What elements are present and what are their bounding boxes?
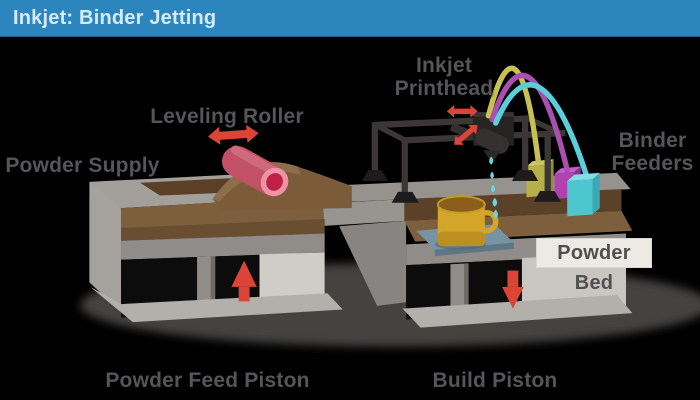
leveling-roller-assembly: [212, 145, 352, 210]
powder-feed-piston-box: [89, 171, 343, 323]
binder-feeder-cyan: [567, 172, 600, 217]
printhead-motion-arrow-y-icon: [454, 124, 478, 145]
label-leveling-roller: Leveling Roller: [150, 105, 304, 128]
tube-cyan: [492, 82, 590, 181]
label-binder-feeders: Binder Feeders: [611, 129, 694, 175]
printhead-motion-arrow-x-icon: [446, 104, 478, 118]
binder-jetting-diagram: [80, 65, 700, 347]
arrow-up-icon: [231, 260, 257, 302]
leveling-roller: [221, 145, 289, 197]
tube-yellow: [485, 65, 541, 164]
label-powder-supply: Powder Supply: [5, 154, 160, 177]
title-bar: Inkjet: Binder Jetting: [0, 0, 700, 37]
binder-droplets: [489, 156, 498, 219]
label-powder-feed-piston: Powder Feed Piston: [105, 369, 310, 392]
label-inkjet-printhead: Inkjet Printhead: [394, 54, 494, 100]
binder-tubes: [485, 65, 590, 181]
printed-mug: [436, 195, 499, 247]
page-title: Inkjet: Binder Jetting: [13, 7, 217, 29]
label-build-piston: Build Piston: [432, 369, 558, 392]
printhead-nozzle: [475, 128, 509, 163]
gantry-feet: [361, 170, 561, 203]
roller-motion-arrow-icon: [207, 124, 259, 145]
tube-purple: [489, 72, 570, 173]
label-powder-bed: Powder Bed: [536, 238, 652, 294]
arrow-down-icon: [502, 270, 524, 309]
